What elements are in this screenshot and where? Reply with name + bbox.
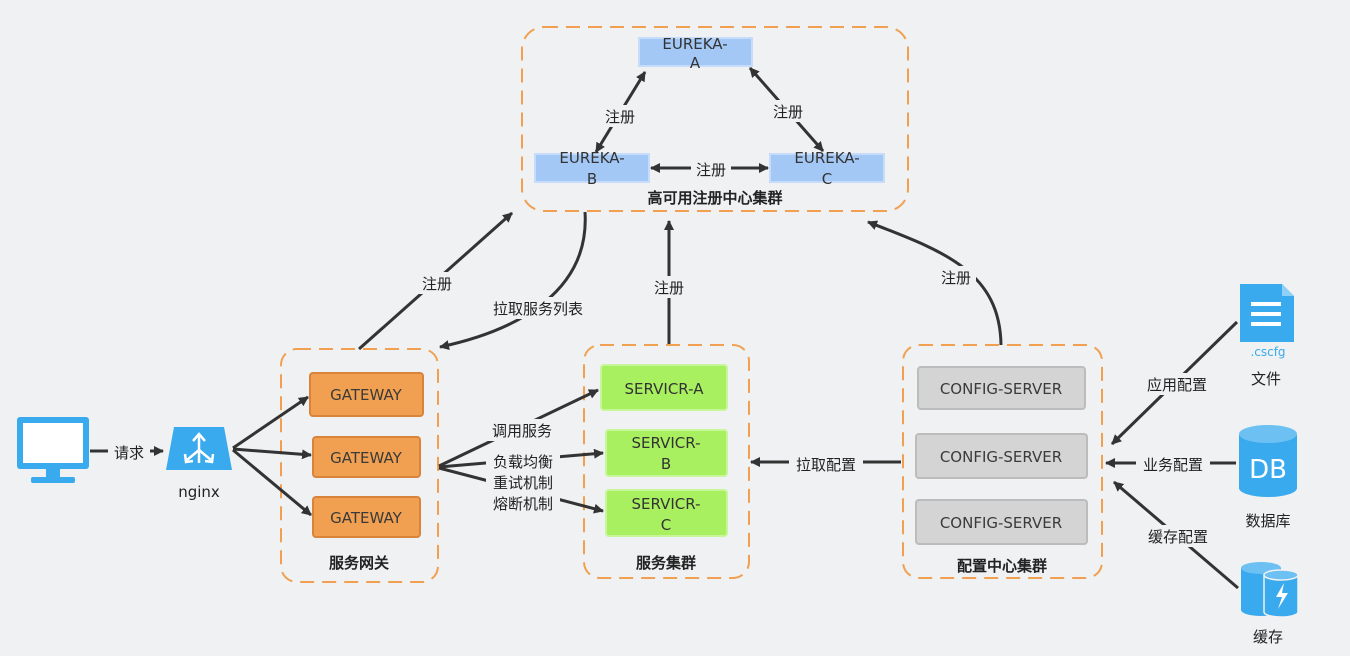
- file-icon: [1240, 284, 1294, 342]
- nginx-router-icon[interactable]: [166, 427, 232, 470]
- cache-config-label: 缓存配置: [1148, 528, 1208, 546]
- gateway-2-label: GATEWAY: [330, 449, 402, 467]
- gateway-register-label: 注册: [422, 275, 452, 293]
- eureka-b-node[interactable]: EUREKA- B: [534, 149, 650, 188]
- gateway-node-2[interactable]: GATEWAY: [312, 436, 421, 478]
- service-a-label: SERVICR-A: [625, 380, 705, 398]
- service-c-line1: SERVICR-: [632, 495, 701, 513]
- gateway-1-label: GATEWAY: [330, 386, 402, 404]
- config-1-label: CONFIG-SERVER: [940, 380, 1062, 398]
- config-register-label: 注册: [941, 269, 971, 287]
- gateway-node-1[interactable]: GATEWAY: [309, 372, 424, 417]
- eureka-cluster-title: 高可用注册中心集群: [647, 189, 782, 207]
- eureka-a-line2: A: [690, 54, 701, 72]
- eureka-c-line1: EUREKA-: [794, 149, 859, 167]
- monitor-icon: [17, 417, 89, 483]
- load-balance-label: 负载均衡: [493, 453, 553, 471]
- pull-service-list-edge: [439, 211, 587, 351]
- config-3-label: CONFIG-SERVER: [940, 514, 1062, 532]
- eureka-b-line2: B: [587, 170, 597, 188]
- service-b-node[interactable]: SERVICR- B: [605, 429, 728, 477]
- gateway-3-label: GATEWAY: [330, 509, 402, 527]
- config-register-edge: [867, 220, 1003, 346]
- gateway-cluster-border: [280, 348, 439, 583]
- eureka-c-line2: C: [822, 170, 832, 188]
- service-c-node[interactable]: SERVICR- C: [605, 489, 728, 537]
- circuit-break-label: 熔断机制: [493, 495, 553, 513]
- retry-label: 重试机制: [493, 474, 553, 492]
- cache-icon: [1241, 562, 1299, 618]
- config-node-3[interactable]: CONFIG-SERVER: [915, 499, 1088, 545]
- file-label: 文件: [1251, 370, 1281, 388]
- config-node-2[interactable]: CONFIG-SERVER: [915, 433, 1088, 479]
- eureka-a-line1: EUREKA-: [662, 35, 727, 53]
- db-glyph: DB: [1249, 455, 1287, 485]
- gateway-cluster-title: 服务网关: [329, 554, 389, 572]
- app-config-label: 应用配置: [1147, 376, 1207, 394]
- biz-config-label: 业务配置: [1143, 456, 1203, 474]
- config-cluster-title: 配置中心集群: [957, 557, 1047, 575]
- pull-service-list-label: 拉取服务列表: [493, 300, 583, 318]
- nginx-label: nginx: [178, 483, 220, 501]
- config-node-1[interactable]: CONFIG-SERVER: [917, 366, 1086, 410]
- eureka-ab-label: 注册: [605, 108, 635, 126]
- database-label: 数据库: [1245, 512, 1290, 530]
- nginx-gateway-2-edge: [232, 447, 312, 460]
- service-a-node[interactable]: SERVICR-A: [600, 364, 728, 411]
- service-register-label: 注册: [654, 279, 684, 297]
- file-ext-label: .cscfg: [1250, 345, 1285, 359]
- service-b-line1: SERVICR-: [632, 434, 701, 452]
- pull-config-label: 拉取配置: [796, 456, 856, 474]
- call-service-label: 调用服务: [492, 422, 552, 440]
- service-b-line2: B: [661, 455, 671, 473]
- eureka-b-line1: EUREKA-: [559, 149, 624, 167]
- request-label: 请求: [114, 444, 144, 462]
- service-cluster-border: [583, 344, 750, 579]
- config-cluster-border: [902, 344, 1103, 579]
- eureka-cluster-border: [521, 26, 909, 212]
- nginx-gateway-1-edge: [232, 395, 309, 450]
- nginx-gateway-3-edge: [232, 448, 312, 517]
- gateway-node-3[interactable]: GATEWAY: [312, 496, 421, 538]
- eureka-bc-label: 注册: [696, 161, 726, 179]
- eureka-c-node[interactable]: EUREKA- C: [769, 149, 885, 188]
- cache-label: 缓存: [1253, 628, 1283, 646]
- service-c-line2: C: [661, 516, 671, 534]
- database-icon: DB: [1239, 425, 1297, 497]
- eureka-ac-label: 注册: [773, 103, 803, 121]
- config-2-label: CONFIG-SERVER: [940, 448, 1062, 466]
- eureka-a-node[interactable]: EUREKA- A: [638, 35, 753, 72]
- service-cluster-title: 服务集群: [636, 554, 696, 572]
